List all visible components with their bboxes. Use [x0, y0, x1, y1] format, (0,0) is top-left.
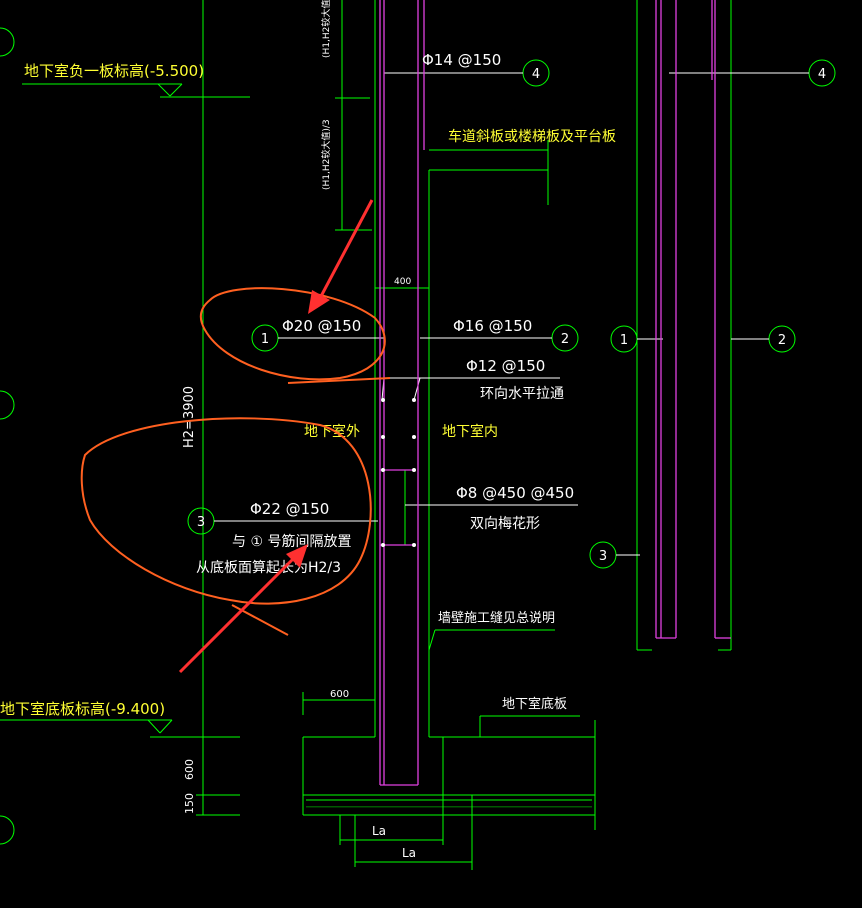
note-outside: 地下室外 — [304, 423, 360, 440]
marker-4-top: 4 — [532, 67, 540, 82]
rebar-label-tie: Φ8 @450 @450 — [456, 484, 574, 502]
dim-height: H2=3900 — [182, 386, 197, 448]
rebar-dots — [381, 398, 416, 547]
dim-slab-150: 150 — [183, 793, 196, 814]
note-base-slab: 地下室底板 — [502, 696, 567, 712]
dim-la-lower: La — [402, 846, 416, 860]
arrow-head-lower — [286, 544, 308, 568]
dim-slab-600: 600 — [183, 759, 196, 780]
dim-vert-top: (H1,H2较大值) — [320, 0, 332, 58]
dim-wall-thickness: 400 — [394, 277, 411, 287]
marker-2-mid: 2 — [561, 332, 569, 347]
dim-offset: 600 — [330, 689, 349, 700]
structure-lines — [0, 0, 836, 870]
dim-la-upper: La — [372, 824, 386, 838]
marker-1-right: 1 — [620, 333, 628, 348]
marker-3-right: 3 — [599, 549, 607, 564]
rebar-label-extra-outer: Φ22 @150 — [250, 500, 329, 518]
orange-circle-upper — [199, 287, 386, 381]
rebar-label-top-vertical: Φ14 @150 — [422, 51, 501, 69]
marker-3-left: 3 — [197, 515, 205, 530]
arrow-head-upper — [308, 290, 330, 314]
rebar-lines — [379, 0, 731, 786]
marker-numbers: 1 2 3 4 4 1 2 3 — [197, 67, 826, 564]
rebar-note-horizontal: 环向水平拉通 — [480, 386, 564, 402]
orange-circle-lower — [80, 417, 372, 605]
rebar-note-tie: 双向梅花形 — [470, 516, 540, 532]
marker-1-left: 1 — [261, 332, 269, 347]
rebar-note-extra-outer-2: 从底板面算起长为H2/3 — [196, 560, 341, 576]
level-lower-label: 地下室底板标高(-9.400) — [0, 700, 165, 718]
note-inside: 地下室内 — [442, 423, 498, 440]
marker-4-right: 4 — [818, 67, 826, 82]
leader-lines — [214, 72, 809, 556]
rebar-note-extra-outer-1: 与 ① 号筋间隔放置 — [232, 533, 351, 550]
slab-hatch — [306, 799, 592, 808]
note-construction-joint: 墙壁施工缝见总说明 — [438, 611, 555, 626]
dim-vert-mid: (H1,H2较大值)/3 — [320, 119, 332, 190]
rebar-label-outer-vertical: Φ20 @150 — [282, 317, 361, 335]
red-arrows — [178, 199, 374, 674]
rebar-label-horizontal: Φ12 @150 — [466, 357, 545, 375]
rebar-label-inner-vertical: Φ16 @150 — [453, 317, 532, 335]
note-ramp: 车道斜板或楼梯板及平台板 — [448, 128, 616, 145]
level-upper-label: 地下室负一板标高(-5.500) — [24, 62, 204, 80]
marker-2-right: 2 — [778, 333, 786, 348]
